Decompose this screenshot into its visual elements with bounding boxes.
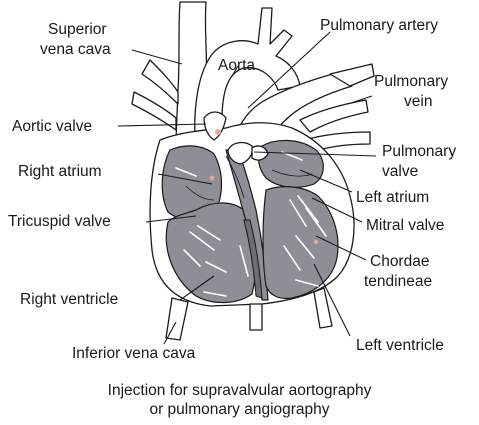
- caption-line2: or pulmonary angiography: [149, 401, 329, 418]
- left-vessels: [142, 60, 178, 104]
- tissue-spot: [215, 129, 221, 135]
- label-right-ventricle: Right ventricle: [20, 291, 118, 308]
- label-chordae-line1: Chordae: [370, 253, 429, 270]
- label-aorta: Aorta: [218, 57, 255, 74]
- label-superior-vena-cava-line2: vena cava: [40, 41, 111, 58]
- pulmonary-vein-drawing: [300, 100, 368, 132]
- label-inferior-vena-cava: Inferior vena cava: [72, 345, 196, 362]
- label-left-ventricle: Left ventricle: [356, 337, 444, 354]
- label-chordae-line2: tendineae: [364, 273, 432, 290]
- label-pulmonary-vein-line2: vein: [404, 93, 432, 110]
- tissue-spot: [210, 176, 215, 181]
- label-right-atrium: Right atrium: [18, 163, 102, 180]
- descending-aorta: [250, 304, 262, 330]
- label-pulmonary-valve-line1: Pulmonary: [382, 143, 456, 160]
- label-aortic-valve: Aortic valve: [12, 118, 92, 135]
- label-pulmonary-artery: Pulmonary artery: [320, 17, 438, 34]
- caption-line1: Injection for supravalvular aortography: [108, 382, 372, 399]
- label-superior-vena-cava-line1: Superior: [48, 21, 107, 38]
- tissue-spot: [314, 240, 318, 244]
- label-pulmonary-valve-line2: valve: [382, 163, 418, 180]
- label-mitral-valve: Mitral valve: [366, 217, 444, 234]
- label-left-atrium: Left atrium: [356, 189, 429, 206]
- label-tricuspid-valve: Tricuspid valve: [8, 213, 111, 230]
- label-pulmonary-vein-line1: Pulmonary: [374, 73, 448, 90]
